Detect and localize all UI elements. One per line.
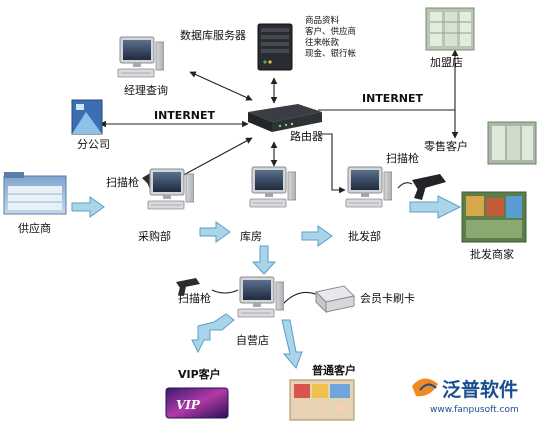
franchise-label: 加盟店 [430, 55, 463, 69]
flow-purchase-warehouse [199, 221, 231, 243]
scanner-wholesale-label: 扫描枪 [386, 151, 419, 165]
scanner-store-label: 扫描枪 [178, 291, 211, 305]
db-content-item: 往来帐款 [305, 37, 340, 48]
branch-label: 分公司 [77, 138, 110, 151]
retail-customer-label: 零售客户 [424, 139, 468, 153]
link-router-manager [189, 71, 253, 101]
flow-supplier-purchase [71, 196, 105, 218]
vip-card-text: VIP [176, 398, 201, 412]
router-label: 路由器 [290, 129, 323, 143]
link-router-purchase [177, 137, 253, 179]
internet-left-label: INTERNET [154, 109, 216, 122]
own-store-label: 自营店 [236, 333, 269, 347]
db-content-item: 商品资料 [305, 15, 340, 26]
wholesale-merchant-label: 批发商家 [470, 247, 514, 261]
link-cardreader-cable [282, 291, 321, 305]
card-reader-label: 会员卡刷卡 [360, 292, 415, 305]
manager-label: 经理查询 [124, 83, 168, 97]
internet-right-label: INTERNET [362, 92, 424, 105]
manager-computer-icon [117, 36, 164, 78]
router-icon [248, 104, 322, 132]
store-computer-icon [237, 276, 284, 318]
brand-name: 泛普软件 [442, 378, 518, 401]
scanner-store-icon [176, 278, 200, 296]
db-server-label: 数据库服务器 [180, 28, 246, 42]
brand-url: www.fanpusoft.com [430, 405, 519, 415]
franchise-store-image [425, 7, 475, 51]
flow-warehouse-store [251, 245, 277, 275]
purchase-dept-label: 采购部 [138, 229, 171, 243]
flow-wholesale-merchant [409, 195, 462, 219]
purchase-computer-icon [147, 168, 194, 210]
brand-logo: 泛普软件 www.fanpusoft.com [412, 378, 519, 415]
wholesale-merchant-image [461, 191, 527, 243]
db-contents-list: 商品资料 客户、供应商 往来帐款 现金、银行帐 [305, 15, 357, 59]
vip-customer-label: VIP客户 [178, 367, 221, 381]
supplier-label: 供应商 [18, 221, 51, 235]
link-router-wholesale [318, 133, 346, 194]
link-scanner-cable [397, 182, 413, 189]
scanner-wholesale-icon [412, 174, 446, 200]
scanner-purchase-label: 扫描枪 [106, 175, 139, 189]
db-content-item: 客户、供应商 [305, 26, 356, 37]
db-server-icon [257, 23, 293, 71]
regular-customer-label: 普通客户 [312, 363, 356, 377]
flow-warehouse-wholesale [301, 225, 333, 247]
supplier-building-image [3, 172, 67, 215]
vip-card-image: VIP [165, 387, 229, 419]
flow-store-vip [191, 313, 235, 354]
branch-office-image [71, 99, 103, 135]
db-content-item: 现金、银行帐 [305, 48, 357, 59]
regular-customer-image [289, 379, 355, 421]
wholesale-computer-icon [345, 166, 392, 208]
card-reader-icon [314, 285, 356, 314]
warehouse-label: 库房 [240, 230, 262, 243]
brand-logo-mark [412, 378, 438, 397]
wholesale-dept-label: 批发部 [348, 229, 381, 243]
link-storescanner-cable [211, 289, 239, 294]
retail-customer-image [487, 121, 537, 165]
flow-arrows [71, 195, 462, 369]
warehouse-computer-icon [249, 166, 296, 208]
flow-store-regular [281, 319, 303, 369]
